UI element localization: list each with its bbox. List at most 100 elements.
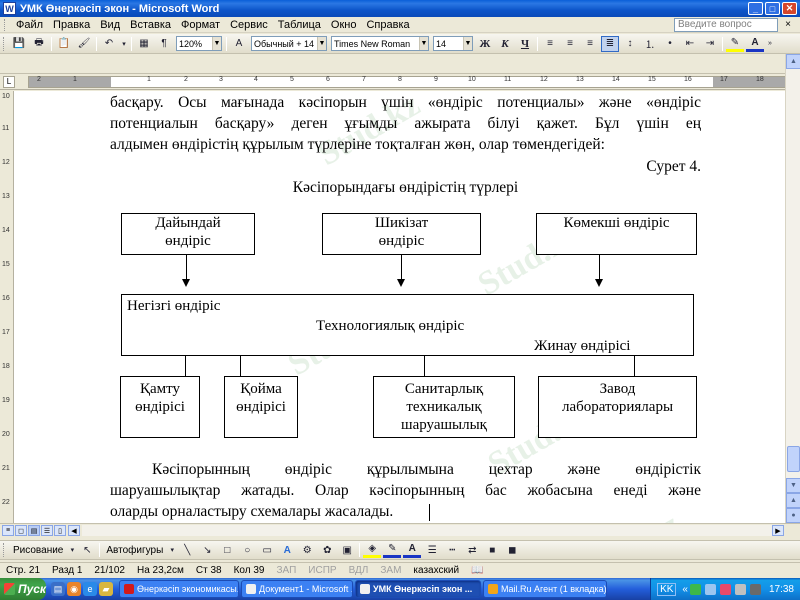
undo-dropdown-icon[interactable]: ▾ <box>122 40 126 48</box>
word-icon[interactable]: W <box>3 2 16 15</box>
toolbar-grip[interactable] <box>3 543 6 557</box>
menu-tools[interactable]: Сервис <box>230 18 268 31</box>
dropdown-arrow-icon[interactable]: ▾ <box>70 547 75 554</box>
diagram-box-warehouse[interactable]: Қойма өндірісі <box>224 376 298 438</box>
format-painter-icon[interactable]: 🖌 <box>77 38 91 49</box>
tab-selector-icon[interactable]: L <box>3 76 15 88</box>
taskbar-item-umk[interactable]: УМК Өнеркәсіп экон ... <box>355 580 481 598</box>
underline-button[interactable]: Ч <box>520 37 530 50</box>
drawing-menu-button[interactable]: Рисование <box>13 544 64 556</box>
taskbar-item-document1[interactable]: Документ1 - Microsoft ... <box>241 580 353 598</box>
maximize-button[interactable]: □ <box>765 2 780 15</box>
network-icon[interactable] <box>704 583 716 595</box>
font-color-icon[interactable]: A <box>403 542 422 558</box>
save-icon[interactable]: 💾 <box>12 38 26 49</box>
scroll-right-icon[interactable]: ▶ <box>772 525 784 536</box>
vertical-scrollbar[interactable]: ▲ ▼ ▲ ● <box>785 54 800 523</box>
ruler-bar[interactable]: 2 1 1 2 3 4 5 6 7 8 9 10 11 12 13 14 15 … <box>28 76 788 88</box>
firefox-icon[interactable]: ◉ <box>67 582 81 596</box>
dropdown-arrow-icon[interactable]: ▾ <box>170 547 175 554</box>
chevron-down-icon[interactable]: ▼ <box>212 37 221 50</box>
menu-file[interactable]: Файл <box>16 18 44 31</box>
ie-icon[interactable]: e <box>83 582 97 596</box>
status-extend[interactable]: ВДЛ <box>348 564 369 576</box>
align-left-icon[interactable]: ≡ <box>547 38 553 49</box>
spelling-status-icon[interactable]: 📖 <box>471 564 484 576</box>
diagram-box-raw-material[interactable]: Шикізат өндіріс <box>322 213 481 255</box>
wordart-icon[interactable]: A <box>283 544 291 556</box>
agent-icon[interactable] <box>719 583 731 595</box>
diagram-icon[interactable]: ⚙ <box>302 544 312 556</box>
status-language[interactable]: казахский <box>413 564 460 576</box>
autoshapes-menu-button[interactable]: Автофигуры <box>106 544 164 556</box>
decrease-indent-icon[interactable]: ⇤ <box>685 38 695 49</box>
chevron-down-icon[interactable]: ▼ <box>463 37 472 50</box>
close-button[interactable]: ✕ <box>782 2 797 15</box>
oval-tool-icon[interactable]: ○ <box>244 544 251 556</box>
font-size-select[interactable]: 14▼ <box>433 36 473 51</box>
table-icon[interactable]: ▦ <box>139 38 149 49</box>
browse-object-icon[interactable]: ● <box>786 508 800 523</box>
fill-color-icon[interactable]: ◈ <box>363 542 382 558</box>
outline-view-icon[interactable]: ☰ <box>41 525 53 536</box>
highlight-icon[interactable]: ✎ <box>726 36 744 52</box>
select-objects-icon[interactable]: ↖ <box>83 544 92 556</box>
menu-view[interactable]: Вид <box>100 18 121 31</box>
3d-icon[interactable]: ◼ <box>508 544 517 556</box>
textbox-tool-icon[interactable]: ▭ <box>262 544 272 556</box>
line-color-icon[interactable]: ✎ <box>383 542 402 558</box>
tray-expand-icon[interactable]: « <box>682 583 688 595</box>
help-search-input[interactable]: Введите вопрос <box>674 17 778 32</box>
scroll-left-icon[interactable]: ◀ <box>68 525 80 536</box>
paste-icon[interactable]: 📋 <box>57 38 71 49</box>
diagram-box-supply[interactable]: Қамту өндірісі <box>120 376 200 438</box>
clipart-icon[interactable]: ✿ <box>323 544 332 556</box>
bullets-icon[interactable]: • <box>668 38 672 49</box>
diagram-box-laboratories[interactable]: Завод лабораториялары <box>538 376 697 438</box>
zoom-select[interactable]: 120%▼ <box>176 36 222 51</box>
diagram-box-auxiliary[interactable]: Көмекші өндіріс <box>536 213 697 255</box>
menu-window[interactable]: Окно <box>330 18 357 31</box>
antivirus-icon[interactable] <box>689 583 701 595</box>
normal-view-icon[interactable]: ≡ <box>2 525 14 536</box>
scroll-thumb[interactable] <box>787 446 800 472</box>
menu-help[interactable]: Справка <box>366 18 410 31</box>
dash-style-icon[interactable]: ┅ <box>449 544 456 556</box>
taskbar-item-opera[interactable]: Өнеркәсіп экономикасы... <box>119 580 239 598</box>
document-area[interactable]: 10 11 12 13 14 15 16 17 18 19 20 21 22 S… <box>0 91 785 523</box>
status-overtype[interactable]: ЗАМ <box>380 564 402 576</box>
keyboard-icon[interactable] <box>749 583 761 595</box>
picture-icon[interactable]: ▣ <box>342 544 352 556</box>
menu-insert[interactable]: Вставка <box>130 18 172 31</box>
arrow-style-icon[interactable]: ⇄ <box>468 544 477 556</box>
clock[interactable]: 17:38 <box>768 583 794 595</box>
undo-icon[interactable]: ↶ <box>104 38 114 49</box>
rectangle-tool-icon[interactable]: □ <box>224 544 231 556</box>
taskbar-item-mailru[interactable]: Mail.Ru Агент (1 вкладка) <box>483 580 607 598</box>
numbering-icon[interactable]: ⒈ <box>645 40 655 51</box>
menu-grip[interactable] <box>4 18 7 31</box>
diagram-box-sanitary[interactable]: Санитарлық техникалық шаруашылық <box>373 376 515 438</box>
close-document-button[interactable]: × <box>785 19 791 30</box>
font-select[interactable]: Times New Roman▼ <box>331 36 429 51</box>
style-select[interactable]: Обычный + 14 г▼ <box>251 36 327 51</box>
web-view-icon[interactable]: ◻ <box>15 525 27 536</box>
paragraph-mark-icon[interactable]: ¶ <box>161 38 167 49</box>
bold-button[interactable]: Ж <box>479 37 491 50</box>
horizontal-scroll-track[interactable] <box>82 525 772 536</box>
line-style-icon[interactable]: ☰ <box>427 544 437 556</box>
volume-icon[interactable] <box>734 583 746 595</box>
document-page[interactable]: Stud.kz Stud.kz Stud.kz Stud.kz Stud.kz … <box>14 91 785 523</box>
previous-page-icon[interactable]: ▲ <box>786 493 800 508</box>
reading-view-icon[interactable]: ▯ <box>54 525 66 536</box>
shadow-icon[interactable]: ■ <box>489 544 496 556</box>
scroll-down-icon[interactable]: ▼ <box>786 478 800 493</box>
explorer-icon[interactable]: ▰ <box>99 582 113 596</box>
toolbar-options-icon[interactable]: » <box>768 40 772 47</box>
horizontal-ruler[interactable]: L 2 1 1 2 3 4 5 6 7 8 9 10 11 12 13 14 1… <box>0 74 800 90</box>
justify-icon[interactable]: ≣ <box>601 35 619 52</box>
chevron-down-icon[interactable]: ▼ <box>419 37 428 50</box>
line-spacing-icon[interactable]: ↕ <box>627 38 633 49</box>
scroll-up-icon[interactable]: ▲ <box>786 54 800 69</box>
start-button[interactable]: Пуск <box>0 578 46 600</box>
